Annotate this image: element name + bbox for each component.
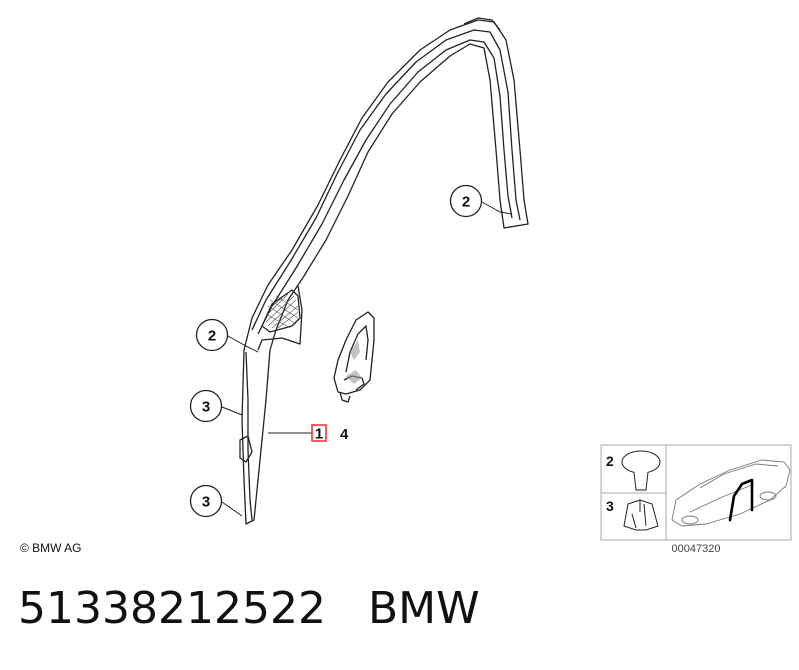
callout-1-label: 1 (315, 426, 323, 443)
callout-3-mid: 3 (189, 389, 223, 423)
car-location-icon (671, 459, 791, 527)
pillar-trim-part (239, 17, 529, 525)
brand-name: BMW (367, 583, 480, 634)
callout-1-highlight[interactable]: 1 (311, 424, 327, 443)
triangle-trim-shading (346, 340, 362, 384)
part-number: 51338212522 (18, 583, 326, 634)
callout-2-top: 2 (449, 184, 483, 218)
copyright-text: © BMW AG (20, 541, 82, 555)
callout-2-left: 2 (195, 318, 229, 352)
pillar-highlight-mark (728, 478, 754, 522)
callout-3-mid-label: 3 (202, 399, 210, 416)
part-caption: 51338212522 BMW (18, 583, 480, 634)
leader-lines (221, 201, 513, 517)
callout-3-bottom: 3 (189, 484, 223, 518)
legend-item-3-label: 3 (606, 498, 614, 514)
spring-clip-icon (623, 499, 659, 531)
callout-3-bottom-label: 3 (202, 494, 210, 511)
diagram-ref-code: 00047320 (672, 543, 721, 555)
legend-panel: 2 3 (600, 444, 792, 541)
callout-2-left-label: 2 (208, 328, 216, 345)
push-pin-clip-icon (621, 450, 661, 491)
callout-2-top-label: 2 (462, 194, 470, 211)
callout-4-label: 4 (340, 426, 349, 443)
legend-item-2-label: 2 (606, 453, 614, 469)
speaker-grille-mesh (265, 293, 299, 329)
